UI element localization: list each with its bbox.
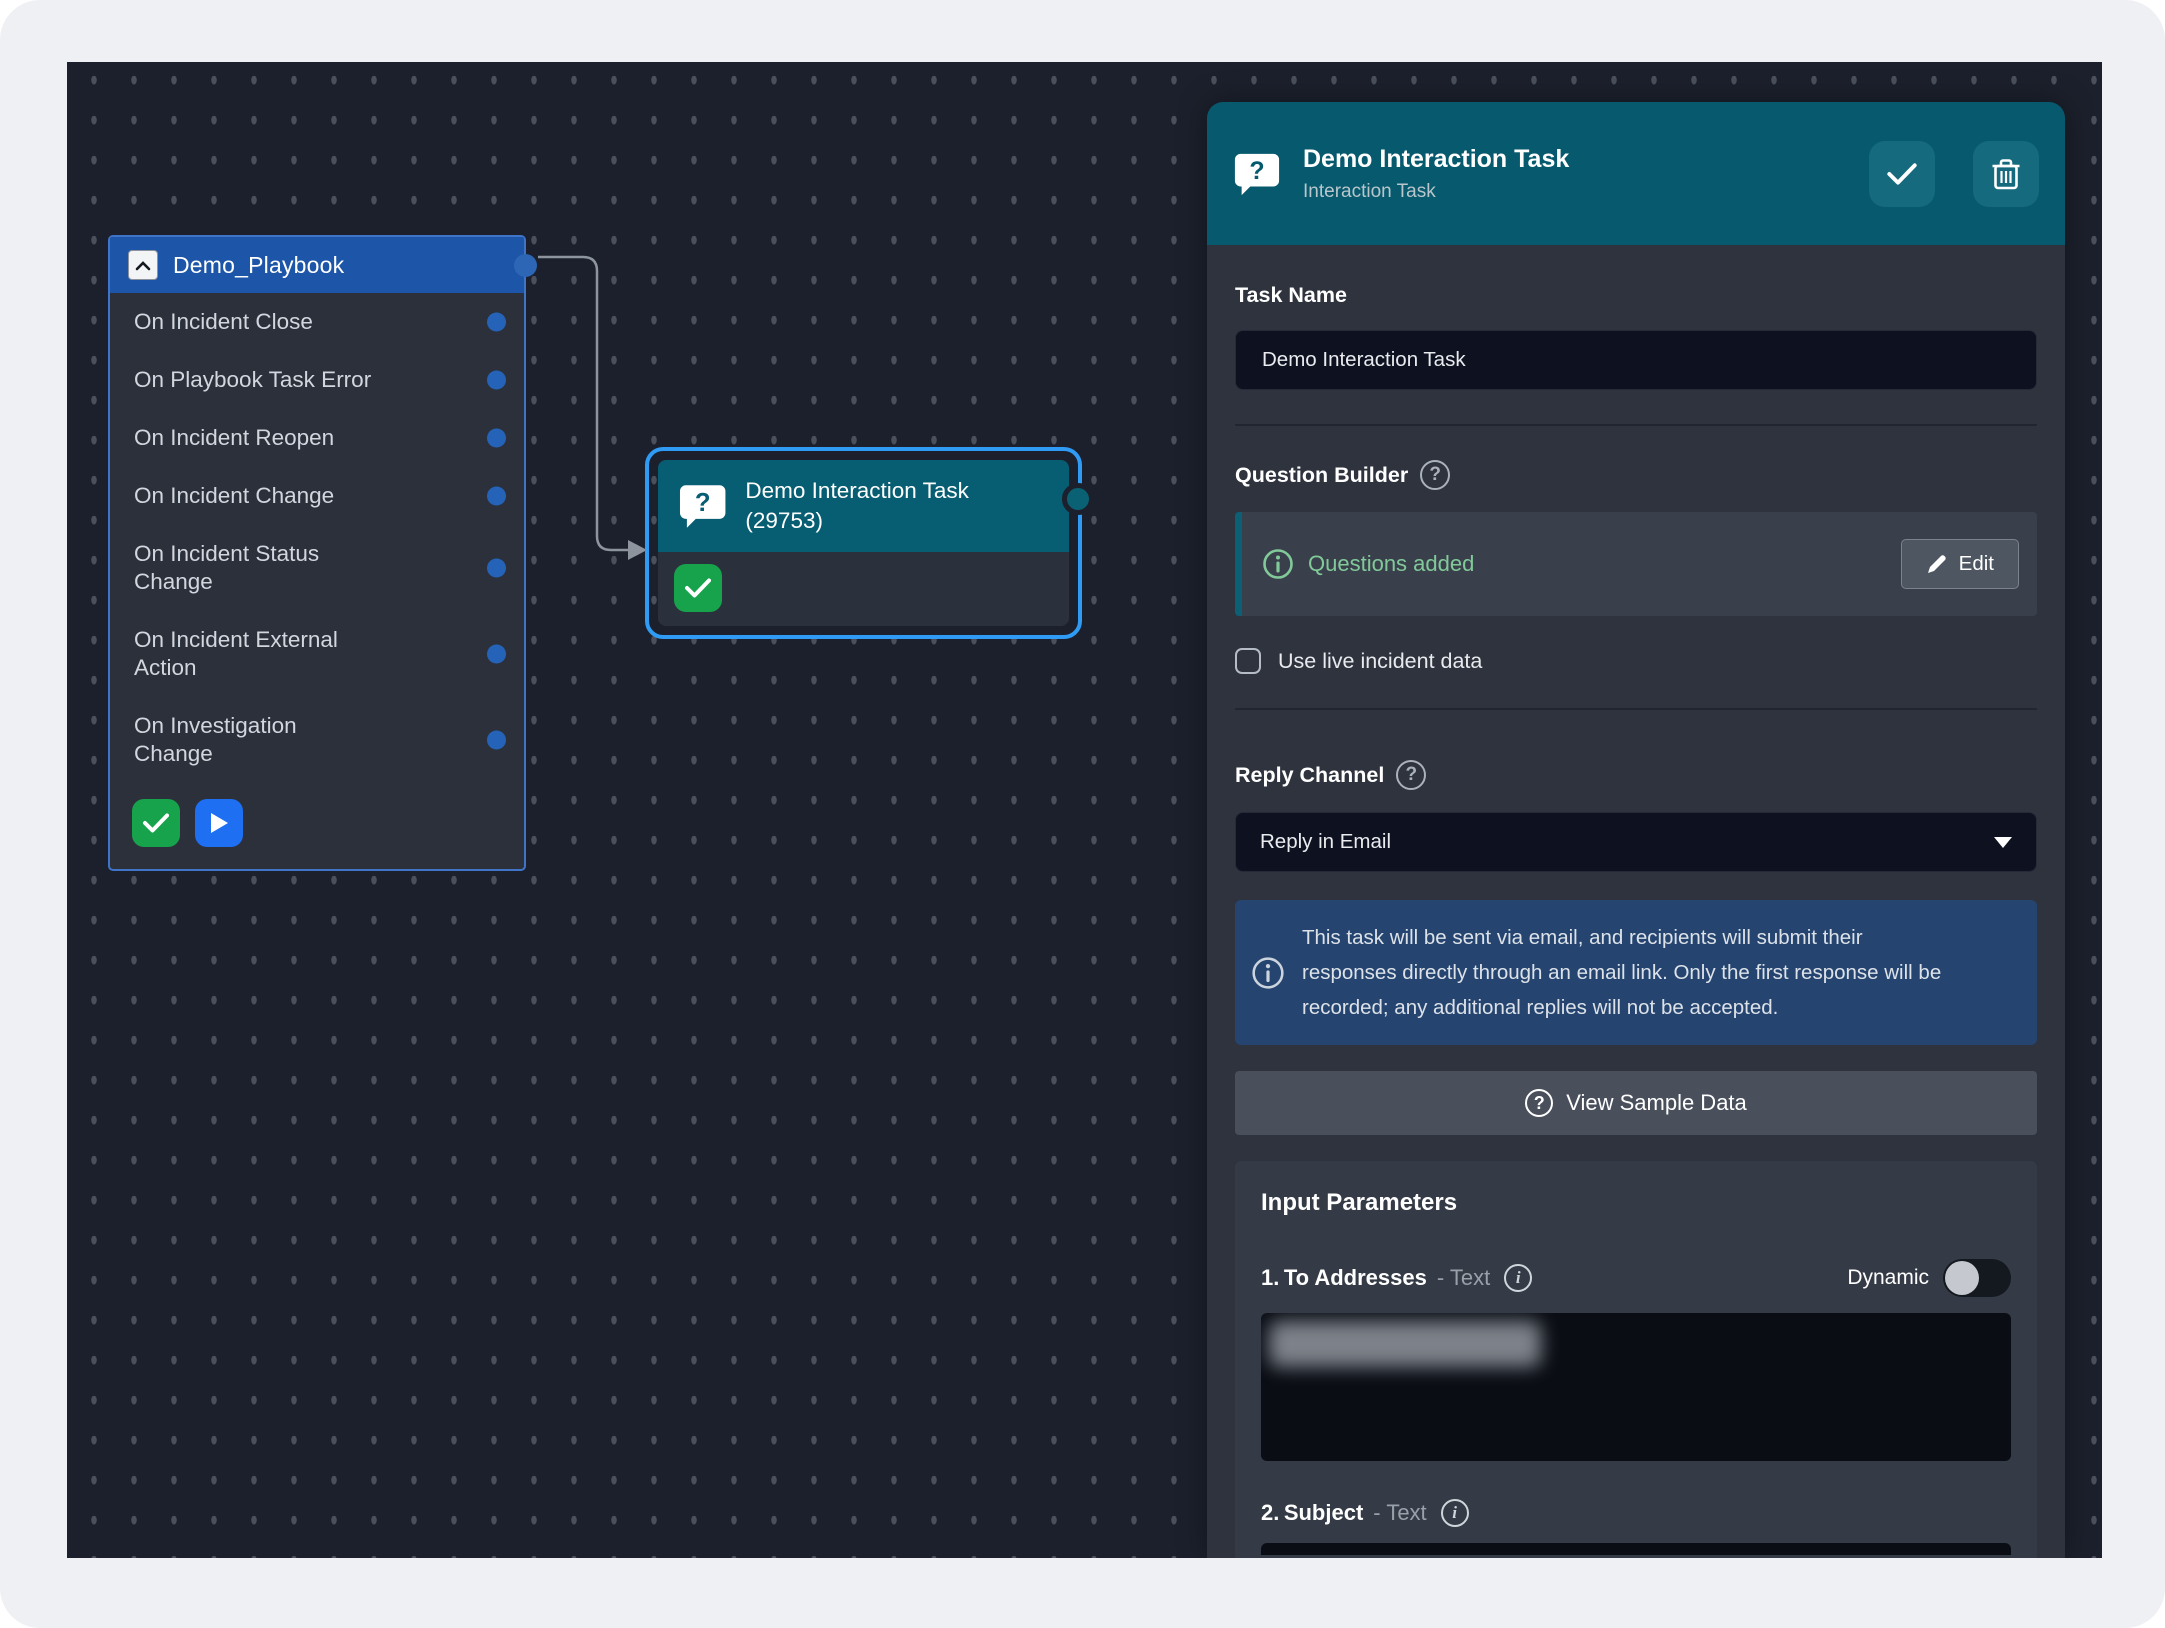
trigger-label: On Playbook Task Error <box>134 367 372 392</box>
reply-channel-select[interactable]: Reply in Email <box>1235 812 2037 872</box>
trigger-label: On Incident Status Change <box>134 541 320 594</box>
trigger-row[interactable]: On Investigation Change <box>110 697 524 783</box>
edit-questions-button[interactable]: Edit <box>1900 539 2019 589</box>
svg-text:?: ? <box>1249 156 1264 184</box>
delete-task-button[interactable] <box>1973 140 2039 207</box>
help-icon: ? <box>1525 1089 1554 1117</box>
info-icon <box>1252 956 1284 989</box>
trigger-port[interactable] <box>487 312 506 332</box>
run-playbook-button[interactable] <box>195 799 243 847</box>
question-builder-label: Question Builder <box>1235 462 1409 487</box>
interaction-task-node-header[interactable]: ? Demo Interaction Task (29753) <box>658 460 1069 552</box>
trigger-row[interactable]: On Incident Status Change <box>110 525 524 611</box>
chevron-down-icon <box>1994 836 2012 848</box>
trigger-label: On Incident Close <box>134 309 313 334</box>
trigger-port[interactable] <box>487 428 506 448</box>
toggle-knob <box>1945 1261 1979 1295</box>
param-index: 2. <box>1261 1500 1280 1525</box>
to-addresses-textarea[interactable] <box>1261 1313 2011 1461</box>
param-row: 1. To Addresses - Text i Dynamic <box>1261 1259 2011 1297</box>
param-type: - Text <box>1436 1265 1491 1290</box>
trigger-row[interactable]: On Incident Close <box>110 293 524 351</box>
confirm-task-button[interactable] <box>1869 140 1935 207</box>
playbook-node[interactable]: Demo_Playbook On Incident Close On Playb… <box>108 235 537 871</box>
view-sample-data-label: View Sample Data <box>1566 1090 1747 1115</box>
param-name: To Addresses <box>1283 1265 1427 1290</box>
subject-textarea[interactable] <box>1261 1543 2011 1555</box>
play-icon <box>211 813 228 833</box>
info-icon[interactable]: i <box>1504 1264 1533 1292</box>
param-name: Subject <box>1283 1500 1364 1525</box>
trigger-row[interactable]: On Incident Reopen <box>110 409 524 467</box>
param-row: 2. Subject - Text i <box>1261 1499 2011 1527</box>
trigger-port[interactable] <box>487 370 506 390</box>
check-icon <box>685 578 711 598</box>
edit-button-label: Edit <box>1958 552 1994 575</box>
help-icon[interactable]: ? <box>1396 760 1427 790</box>
trigger-row[interactable]: On Incident External Action <box>110 611 524 697</box>
interaction-task-node-title: Demo Interaction Task (29753) <box>745 478 969 533</box>
questions-status-text: Questions added <box>1308 551 1475 576</box>
output-port[interactable] <box>514 254 537 277</box>
dynamic-toggle[interactable] <box>1943 1259 2011 1297</box>
interaction-task-node[interactable]: ? Demo Interaction Task (29753) <box>645 447 1094 639</box>
trash-icon <box>1992 158 2020 189</box>
email-info-text: This task will be sent via email, and re… <box>1302 926 1942 1019</box>
help-icon[interactable]: ? <box>1420 460 1451 490</box>
trigger-row[interactable]: On Incident Change <box>110 467 524 525</box>
playbook-node-header[interactable]: Demo_Playbook <box>110 237 537 293</box>
trigger-row[interactable]: On Playbook Task Error <box>110 351 524 409</box>
panel-title: Demo Interaction Task <box>1303 144 1570 173</box>
email-info-banner: This task will be sent via email, and re… <box>1235 900 2037 1045</box>
redacted-value <box>1269 1321 1541 1367</box>
trigger-port[interactable] <box>487 486 506 506</box>
dynamic-toggle-label: Dynamic <box>1847 1266 1929 1289</box>
success-handle-button[interactable] <box>132 799 180 847</box>
trigger-port[interactable] <box>487 558 506 578</box>
panel-subtitle: Interaction Task <box>1303 180 1436 202</box>
question-bubble-icon: ? <box>1234 153 1280 195</box>
info-icon <box>1263 549 1293 579</box>
trigger-label: On Incident External Action <box>134 627 338 680</box>
trigger-port[interactable] <box>487 730 506 750</box>
task-name-input[interactable] <box>1260 347 2012 373</box>
playbook-node-title: Demo_Playbook <box>173 251 345 278</box>
param-type: - Text <box>1373 1500 1427 1525</box>
task-config-panel: ? Demo Interaction Task Interaction Task <box>1207 102 2065 1558</box>
task-name-field-wrap <box>1235 330 2037 390</box>
reply-channel-label: Reply Channel <box>1235 762 1385 787</box>
info-icon[interactable]: i <box>1440 1499 1469 1527</box>
collapse-icon[interactable] <box>128 250 158 280</box>
success-handle-button[interactable] <box>674 564 722 612</box>
reply-channel-value: Reply in Email <box>1260 830 1392 853</box>
use-live-incident-data-label: Use live incident data <box>1278 648 1483 673</box>
param-index: 1. <box>1261 1265 1280 1290</box>
svg-text:?: ? <box>695 489 711 517</box>
playbook-canvas[interactable]: Demo_Playbook On Incident Close On Playb… <box>67 62 2102 1558</box>
trigger-port[interactable] <box>487 644 506 664</box>
use-live-incident-data-checkbox[interactable] <box>1235 648 1261 674</box>
question-builder-card: Questions added Edit <box>1235 512 2037 616</box>
input-parameters-card: Input Parameters 1. To Addresses - Text … <box>1235 1161 2037 1558</box>
view-sample-data-button[interactable]: ? View Sample Data <box>1235 1071 2037 1135</box>
trigger-label: On Incident Reopen <box>134 425 335 450</box>
panel-header: ? Demo Interaction Task Interaction Task <box>1207 102 2065 245</box>
check-icon <box>1887 162 1917 185</box>
input-parameters-title: Input Parameters <box>1261 1189 1458 1216</box>
output-port[interactable] <box>1062 483 1094 515</box>
question-bubble-icon: ? <box>679 485 726 528</box>
pencil-icon <box>1927 555 1946 573</box>
trigger-label: On Incident Change <box>134 483 335 508</box>
check-icon <box>143 813 169 833</box>
trigger-label: On Investigation Change <box>134 713 297 766</box>
task-name-label: Task Name <box>1235 283 1347 307</box>
